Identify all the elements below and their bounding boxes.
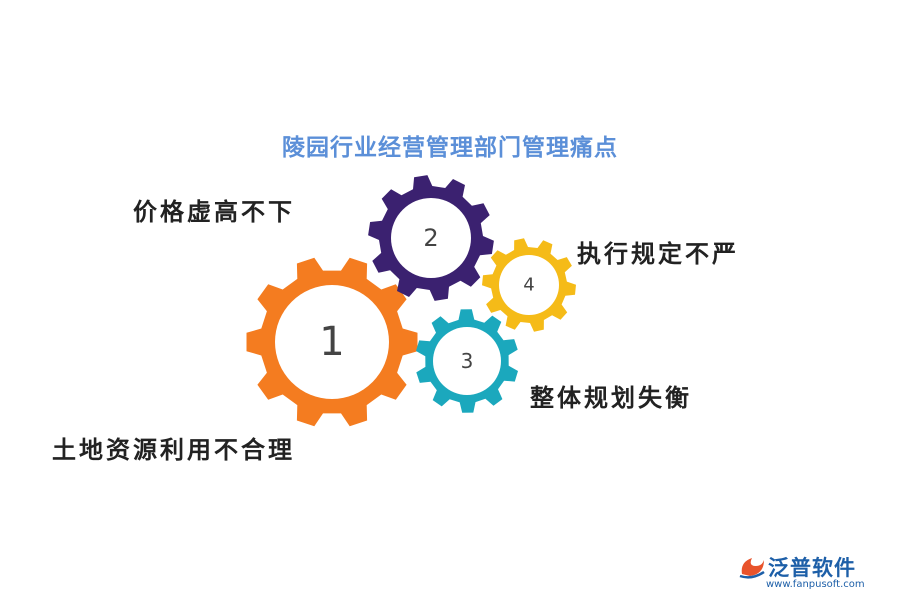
brand-name: 泛普软件 [768,556,856,580]
gear-3-number: 3 [461,349,474,373]
gear-1-label: 土地资源利用不合理 [52,436,295,464]
gear-2-label: 价格虚高不下 [133,198,295,226]
gear-4: 4 [482,238,576,332]
gear-4-number: 4 [523,275,534,296]
gear-4-label: 执行规定不严 [577,240,739,268]
gear-2-hub [391,198,471,278]
gear-4-hub [499,255,559,315]
brand-watermark: 泛普软件 www.fanpusoft.com [738,552,888,592]
diagram-title: 陵园行业经营管理部门管理痛点 [282,135,618,161]
gear-1-hub [275,285,389,399]
gear-3-hub [433,327,501,395]
brand-logo-icon [739,558,765,579]
gear-1: 1 [246,257,418,427]
gear-2: 2 [368,175,494,301]
gear-3: 3 [416,309,518,413]
gear-3-label: 整体规划失衡 [530,384,692,412]
brand-url: www.fanpusoft.com [766,579,865,590]
gear-2-number: 2 [423,224,438,252]
gear-1-number: 1 [319,319,344,365]
